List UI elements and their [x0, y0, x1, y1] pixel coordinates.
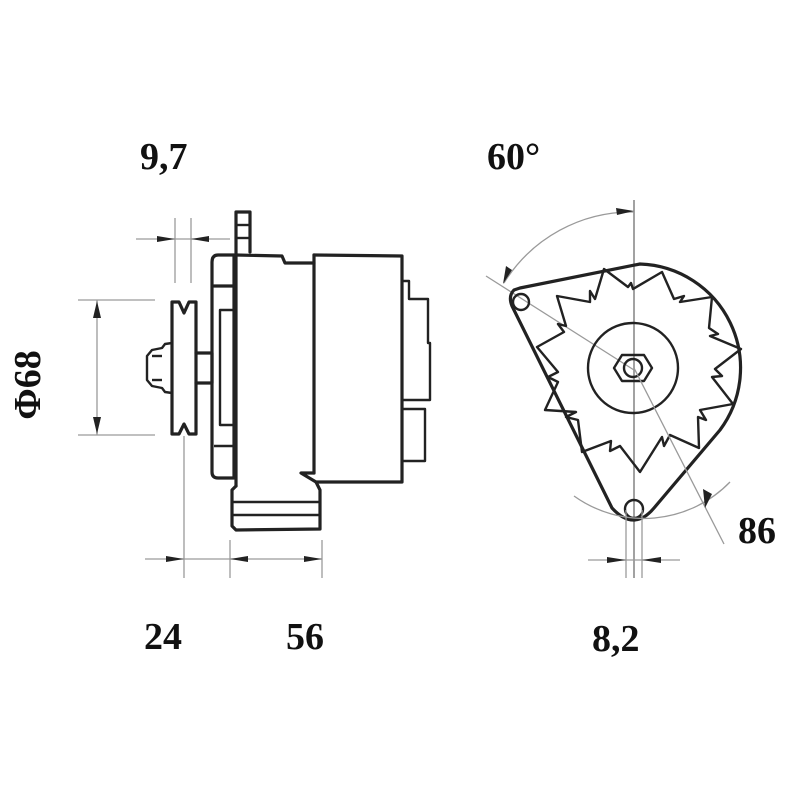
label-phi-68: Φ68: [7, 350, 49, 420]
label-8-2: 8,2: [592, 618, 640, 660]
front-view: [485, 200, 743, 578]
main-housing: [234, 253, 404, 488]
front-flange: [210, 253, 236, 480]
fan-blades: [535, 267, 743, 474]
dimension-phi-68: [78, 299, 155, 436]
dimension-24-56: [145, 436, 323, 578]
front-housing: [508, 262, 743, 522]
mounting-foot: [230, 480, 322, 532]
label-9-7: 9,7: [140, 136, 188, 178]
hub: [586, 321, 680, 415]
dimension-9-7: [136, 218, 230, 283]
pulley: [145, 300, 214, 436]
side-view: [78, 210, 432, 578]
label-60-degrees: 60°: [487, 136, 541, 178]
label-56: 56: [286, 616, 324, 658]
dimension-60-degrees: [485, 200, 635, 578]
dimension-86: [573, 367, 731, 545]
label-86: 86: [738, 510, 776, 552]
top-lug: [234, 210, 252, 257]
label-24: 24: [144, 616, 182, 658]
dimension-8-2: [588, 510, 680, 578]
rear-regulator: [402, 279, 432, 463]
